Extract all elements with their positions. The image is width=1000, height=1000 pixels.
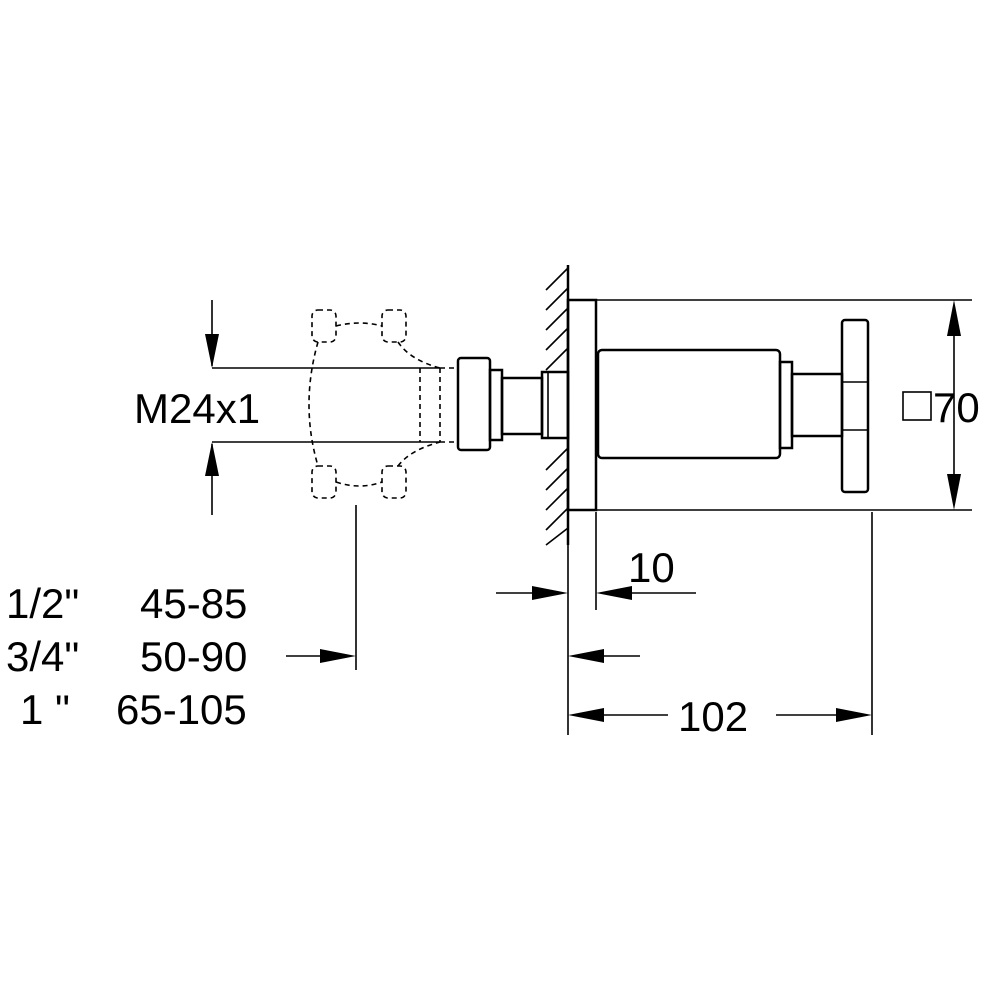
range-2: 50-90 xyxy=(140,633,247,680)
total-label: 102 xyxy=(678,693,748,740)
valve-body-outline xyxy=(308,309,458,499)
connection-leader xyxy=(286,505,357,670)
connection-table: 1/2" 45-85 3/4" 50-90 1 " 65-105 xyxy=(6,580,247,733)
thread-dimension: M24x1 xyxy=(134,300,440,515)
plate-dimension: 10 xyxy=(496,512,696,610)
size-3: 1 " xyxy=(20,686,70,733)
thread-label: M24x1 xyxy=(134,385,260,432)
spindle-assembly xyxy=(456,356,570,452)
square-symbol xyxy=(902,391,932,421)
square-dimension: 70 xyxy=(596,299,980,511)
range-3: 65-105 xyxy=(116,686,247,733)
size-2: 3/4" xyxy=(6,633,79,680)
size-1: 1/2" xyxy=(6,580,79,627)
trim-assembly xyxy=(566,298,870,512)
range-1: 45-85 xyxy=(140,580,247,627)
square-label: 70 xyxy=(933,384,980,431)
total-dimension: 102 xyxy=(567,512,873,740)
plate-label: 10 xyxy=(628,544,675,591)
wall xyxy=(545,265,570,546)
